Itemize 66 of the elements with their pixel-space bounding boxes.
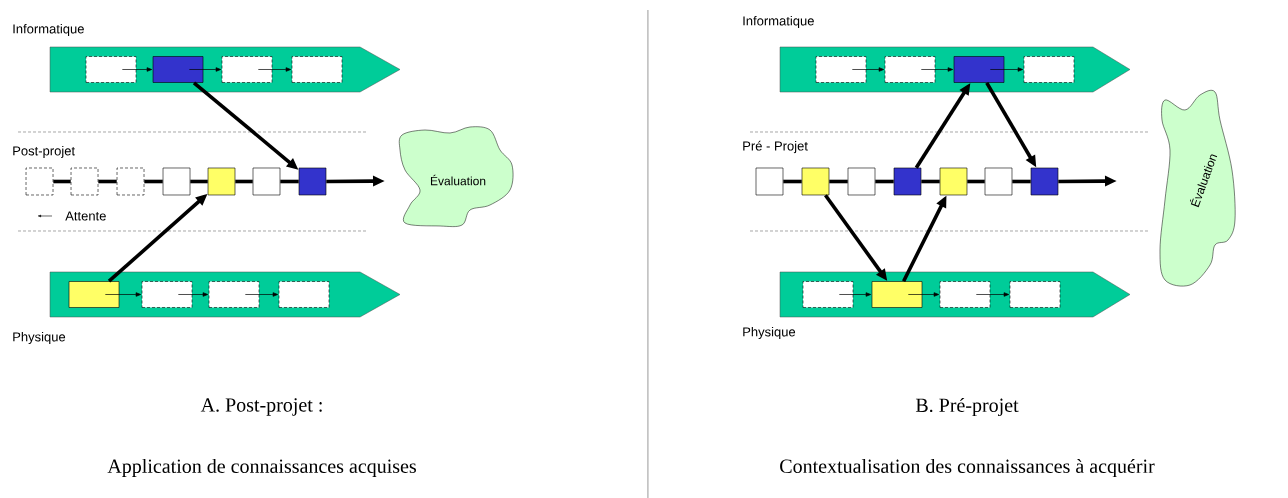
connector-line	[921, 179, 940, 184]
connector-line	[235, 179, 253, 184]
step-box	[1023, 56, 1075, 83]
step-box	[847, 167, 876, 196]
connector-line	[875, 179, 894, 184]
lane-title: Post-projet	[13, 145, 75, 159]
connector-line	[829, 179, 848, 184]
connector-line	[783, 179, 802, 184]
connector-line	[280, 179, 299, 184]
connector-line	[98, 179, 117, 184]
connector-line	[190, 179, 208, 184]
step-box	[152, 56, 204, 83]
panel-subtitle: Application de connaissances acquises	[107, 458, 416, 478]
step-box	[801, 167, 830, 196]
arrow	[920, 67, 954, 72]
step-box	[85, 56, 137, 83]
arrow	[257, 67, 292, 72]
lane-title: Informatique	[743, 15, 814, 29]
step-box	[68, 281, 120, 308]
step-box	[1030, 167, 1059, 196]
step-box	[70, 167, 99, 196]
step-box	[755, 167, 784, 196]
panel-caption: B. Pré-projet	[915, 397, 1019, 417]
step-box	[871, 281, 923, 308]
step-box	[1009, 281, 1061, 308]
step-box	[208, 281, 260, 308]
arrow	[838, 292, 872, 297]
step-box	[984, 167, 1013, 196]
step-box	[298, 167, 327, 196]
step-box	[141, 281, 193, 308]
panel-subtitle: Contextualisation des connaissances à acquérir	[780, 458, 1155, 478]
step-box	[802, 281, 854, 308]
step-box	[207, 167, 236, 196]
step-box	[116, 167, 145, 196]
connector-line	[53, 179, 71, 184]
arrow	[975, 292, 1010, 297]
lane-title: Physique	[743, 326, 796, 340]
step-box	[278, 281, 330, 308]
arrow	[989, 67, 1024, 72]
step-box	[291, 56, 343, 83]
step-box	[221, 56, 273, 83]
step-box	[815, 56, 867, 83]
arrow	[851, 67, 885, 72]
step-box	[162, 167, 191, 196]
step-box	[893, 167, 922, 196]
arrow	[907, 292, 940, 297]
step-box	[939, 281, 991, 308]
arrow	[177, 292, 209, 297]
arrow	[104, 292, 142, 297]
step-box	[939, 167, 968, 196]
step-box	[884, 56, 936, 83]
arrow	[244, 292, 279, 297]
waiting-label: Attente	[65, 211, 106, 221]
panel-caption: A. Post-projet :	[200, 398, 322, 416]
evaluation-cloud: Évaluation	[399, 126, 514, 227]
lane-title: Pré - Projet	[743, 140, 808, 154]
connector-line	[967, 179, 985, 184]
arrow	[121, 67, 153, 72]
lane-title: Physique	[13, 331, 66, 345]
step-box	[252, 167, 281, 196]
step-box	[953, 56, 1005, 83]
lane-title: Informatique	[13, 23, 84, 37]
step-box	[25, 167, 54, 196]
connector-line	[1012, 179, 1031, 184]
connector-line	[144, 179, 163, 184]
arrow	[188, 67, 222, 72]
